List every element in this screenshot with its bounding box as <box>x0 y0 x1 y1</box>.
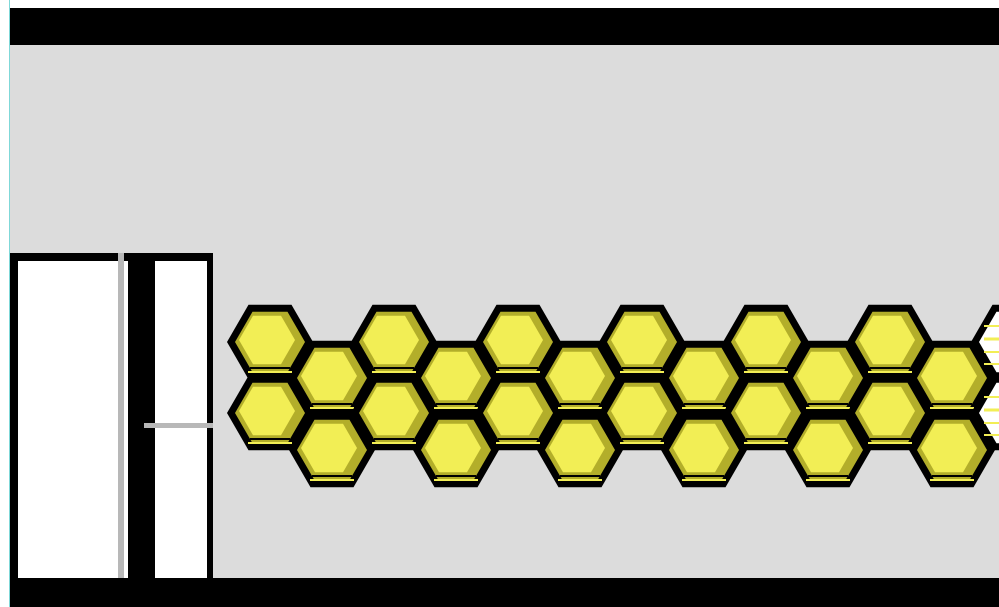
honeycomb <box>0 0 999 607</box>
game-scene <box>0 0 999 607</box>
